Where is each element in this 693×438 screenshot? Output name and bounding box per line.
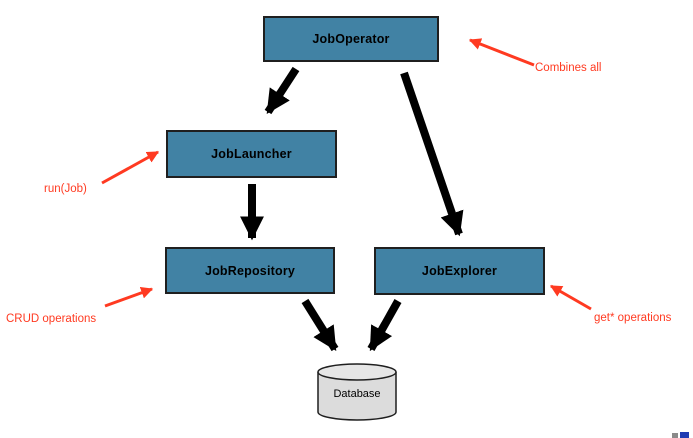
annotation-get-operations: get* operations — [594, 312, 672, 324]
annotation-combines-all: Combines all — [535, 62, 602, 74]
arrow-joboperator-to-joblauncher — [264, 66, 300, 115]
database-label: Database — [333, 388, 381, 400]
node-jobexplorer-label: JobExplorer — [421, 264, 498, 278]
arrow-joboperator-to-jobexplorer — [400, 71, 464, 237]
arrow-jobexplorer-to-database — [367, 299, 402, 352]
node-jobrepository-label: JobRepository — [204, 263, 296, 278]
node-joblauncher: JobLauncher — [166, 130, 337, 178]
annotation-arrow-get-operations — [549, 284, 592, 311]
annotation-arrow-crud-operations — [104, 287, 154, 308]
footer-clipped-mark-blue — [680, 432, 689, 438]
node-jobexplorer: JobExplorer — [374, 247, 545, 295]
annotation-run-job: run(Job) — [44, 183, 87, 195]
node-jobrepository: JobRepository — [165, 247, 335, 294]
node-joboperator-label: JobOperator — [312, 32, 390, 46]
database-cylinder — [317, 363, 397, 421]
node-joboperator: JobOperator — [263, 16, 439, 62]
annotation-arrow-run-job — [101, 150, 160, 185]
annotation-crud-operations: CRUD operations — [6, 313, 97, 325]
annotation-arrow-combines-all — [468, 38, 535, 67]
arrow-jobrepository-to-database — [301, 298, 339, 352]
node-joblauncher-label: JobLauncher — [211, 147, 292, 161]
footer-clipped-mark-gray — [672, 433, 678, 438]
